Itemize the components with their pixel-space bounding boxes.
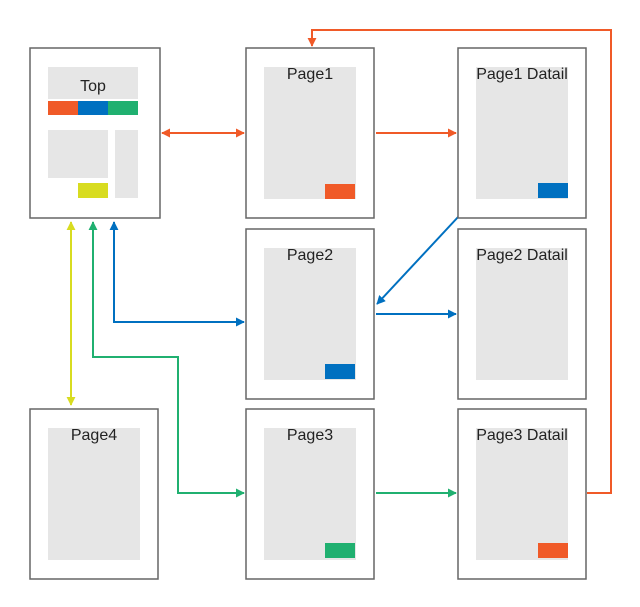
page-node-page3-detail: Page3 Datail — [457, 408, 587, 580]
page-node-page2: Page2 — [245, 228, 375, 400]
top-side-block — [115, 130, 138, 198]
page2-content — [264, 248, 356, 380]
page-label-page3: Page3 — [287, 427, 333, 444]
page2-detail-content — [476, 248, 568, 380]
page1-content — [264, 67, 356, 199]
page-node-page4: Page4 — [29, 408, 159, 580]
link-top-page3 — [88, 221, 245, 498]
page-label-page3-detail: Page3 Datail — [476, 427, 568, 444]
page-label-page2-detail: Page2 Datail — [476, 247, 568, 264]
page-label-page4: Page4 — [71, 427, 117, 444]
top-yellow-button — [78, 183, 108, 198]
page1-button-orange — [325, 184, 355, 199]
page-node-page2-detail: Page2 Datail — [457, 228, 587, 400]
page-label-page2: Page2 — [287, 247, 333, 264]
page3-detail-content — [476, 428, 568, 560]
top-nav-orange — [48, 101, 78, 115]
page-node-page3: Page3 — [245, 408, 375, 580]
page-node-top: Top — [29, 47, 161, 219]
page3-content — [264, 428, 356, 560]
page-label-page1-detail: Page1 Datail — [476, 66, 568, 83]
link-page3-detail-page1 — [307, 29, 612, 494]
link-page1-detail-page2 — [376, 215, 460, 305]
link-top-page2 — [109, 221, 245, 327]
page1-detail-content — [476, 67, 568, 199]
top-nav-blue — [78, 101, 108, 115]
page3-button-green — [325, 543, 355, 558]
page-node-page1-detail: Page1 Datail — [457, 47, 587, 219]
page4-content — [48, 428, 140, 560]
top-main-block — [48, 130, 108, 178]
page-label-top: Top — [80, 78, 106, 95]
page1-detail-button-blue — [538, 183, 568, 198]
top-nav-green — [108, 101, 138, 115]
page3-detail-button-orange — [538, 543, 568, 558]
top-header-block — [48, 67, 138, 99]
page2-button-blue — [325, 364, 355, 379]
page-node-page1: Page1 — [245, 47, 375, 219]
page-label-page1: Page1 — [287, 66, 333, 83]
